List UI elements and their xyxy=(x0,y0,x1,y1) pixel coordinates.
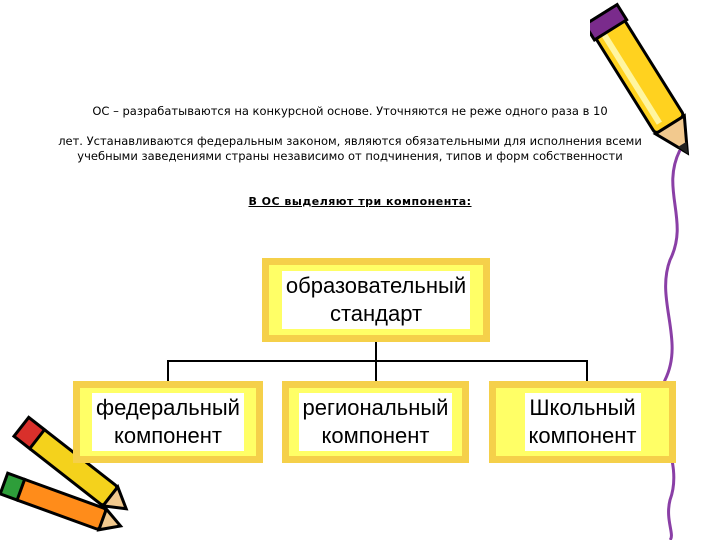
box-label-line2: стандарт xyxy=(329,301,423,326)
box-label-line1: региональный xyxy=(302,395,449,420)
intro-first-line: ОС – разрабатываются на конкурсной основ… xyxy=(92,104,608,118)
intro-paragraph: лет. Устанавливаются федеральным законом… xyxy=(58,134,642,163)
squiggle-line-icon xyxy=(659,150,682,540)
box-label-line2: компонент xyxy=(528,423,637,448)
box-label-line2: компонент xyxy=(321,423,430,448)
box-label-line2: компонент xyxy=(113,423,222,448)
connector-horizontal xyxy=(167,360,587,362)
educational-standard-box: образовательный стандарт xyxy=(262,258,490,342)
components-heading: В ОС выделяют три компонента: xyxy=(248,195,472,208)
connector-school xyxy=(586,360,588,381)
box-label-line1: образовательный xyxy=(285,273,467,298)
box-label-line1: Школьный xyxy=(529,395,636,420)
connector-root-down xyxy=(375,342,377,360)
school-component-box: Школьный компонент xyxy=(489,381,676,463)
pencil-icon xyxy=(590,2,690,156)
connector-regional xyxy=(375,360,377,381)
federal-component-box: федеральный компонент xyxy=(73,381,263,463)
connector-federal xyxy=(167,360,169,381)
regional-component-box: региональный компонент xyxy=(282,381,469,463)
box-label-line1: федеральный xyxy=(96,395,240,420)
